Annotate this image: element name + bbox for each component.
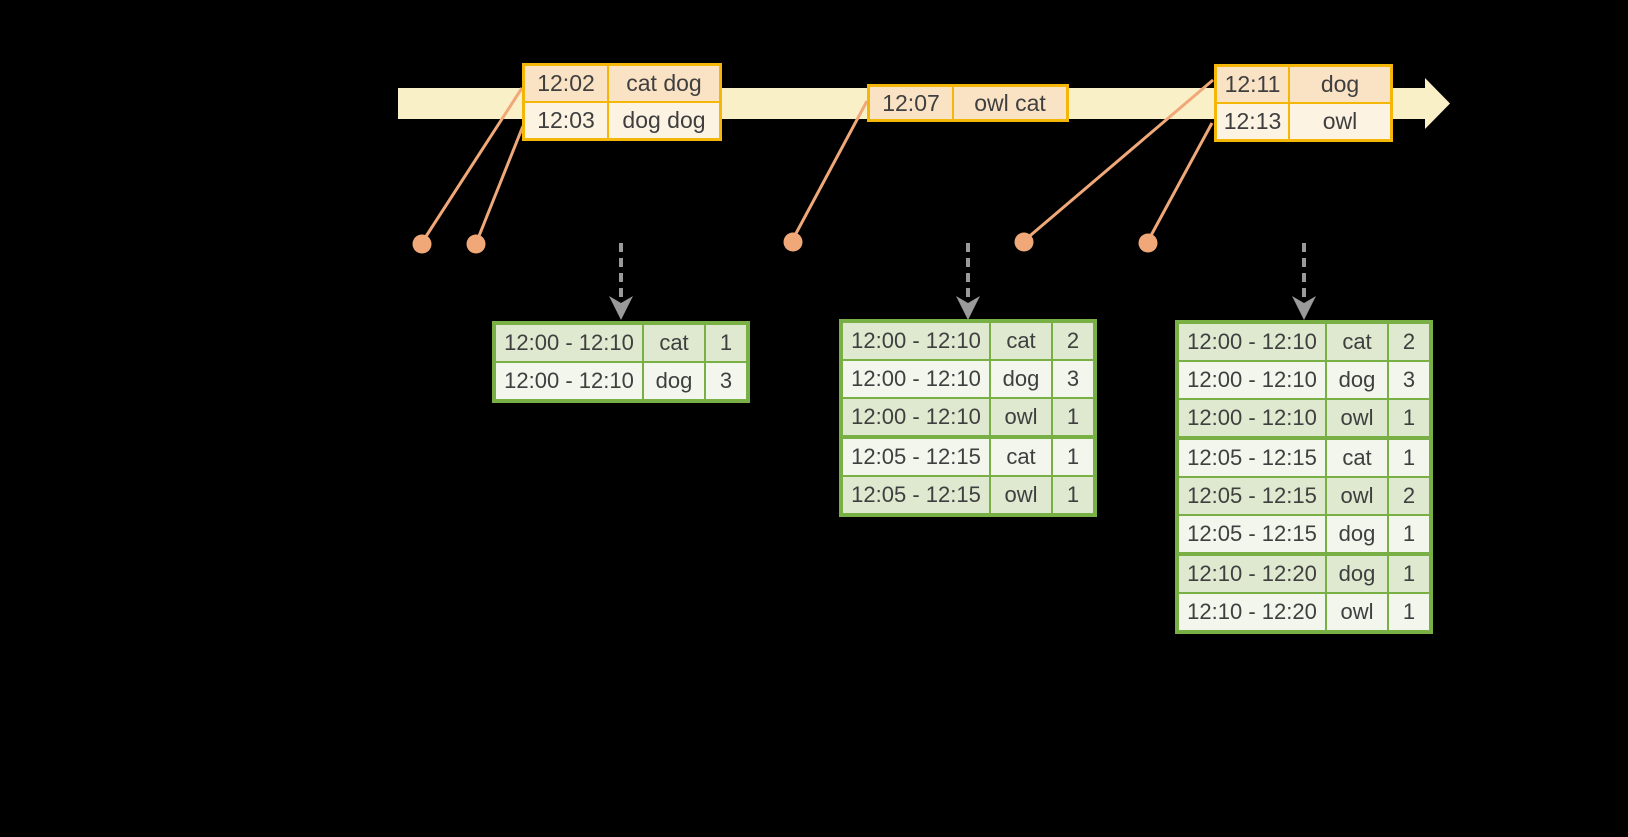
word-cell: dog [989,361,1051,397]
count-cell: 1 [1051,439,1093,475]
result-row: 12:00 - 12:10 dog 3 [496,361,746,399]
count-cell: 2 [1051,323,1093,359]
event-row: 12:03 dog dog [525,101,719,138]
trigger-arrow-icon [609,243,633,320]
count-cell: 1 [1387,400,1429,436]
event-connector-line [791,100,869,240]
count-cell: 1 [1387,516,1429,552]
event-time-cell: 12:02 [537,70,595,96]
result-row: 12:00 - 12:10 cat 2 [843,323,1093,359]
event-words-cell: cat dog [607,66,719,101]
event-connector-line [1024,78,1214,242]
result-row: 12:05 - 12:15 dog 1 [1179,514,1429,552]
event-row: 12:07 owl cat [870,87,1066,119]
word-cell: dog [1325,362,1387,398]
result-row: 12:00 - 12:10 owl 1 [1179,398,1429,436]
window-cell: 12:00 - 12:10 [504,330,634,355]
word-cell: cat [989,323,1051,359]
count-cell: 1 [1051,399,1093,435]
result-table-1: 12:00 - 12:10 cat 1 12:00 - 12:10 dog 3 [492,321,750,403]
result-row: 12:00 - 12:10 dog 3 [843,359,1093,397]
event-connector-line [421,87,524,242]
window-cell: 12:00 - 12:10 [851,328,981,353]
count-cell: 1 [1387,440,1429,476]
event-time-cell: 12:11 [1224,71,1281,97]
word-cell: dog [1325,516,1387,552]
event-words-cell: owl [1288,104,1390,139]
word-cell: dog [1325,556,1387,592]
window-cell: 12:00 - 12:10 [504,368,634,393]
word-cell: owl [1325,594,1387,630]
event-time-cell: 12:13 [1223,108,1282,134]
window-cell: 12:05 - 12:15 [1187,521,1317,546]
event-connector-line [1146,122,1214,242]
count-cell: 1 [1387,556,1429,592]
event-row: 12:11 dog [1217,67,1390,102]
event-marker-dot [412,234,432,254]
window-cell: 12:05 - 12:15 [1187,445,1317,470]
event-row: 12:02 cat dog [525,66,719,101]
window-cell: 12:00 - 12:10 [1187,367,1317,392]
result-row: 12:05 - 12:15 cat 1 [843,435,1093,475]
count-cell: 1 [704,325,746,361]
event-words-cell: dog [1288,67,1390,102]
window-cell: 12:05 - 12:15 [1187,483,1317,508]
trigger-arrow-icon [956,243,980,320]
window-cell: 12:00 - 12:10 [1187,405,1317,430]
word-cell: cat [1325,324,1387,360]
event-time-cell: 12:03 [537,107,595,133]
result-row: 12:05 - 12:15 owl 2 [1179,476,1429,514]
count-cell: 2 [1387,324,1429,360]
count-cell: 2 [1387,478,1429,514]
event-box-1: 12:02 cat dog 12:03 dog dog [522,63,722,141]
result-table-3: 12:00 - 12:10 cat 2 12:00 - 12:10 dog 3 … [1175,320,1433,634]
result-row: 12:00 - 12:10 cat 2 [1179,324,1429,360]
result-row: 12:10 - 12:20 owl 1 [1179,592,1429,630]
word-cell: dog [642,363,704,399]
event-words-cell: dog dog [607,103,719,138]
result-table-2: 12:00 - 12:10 cat 2 12:00 - 12:10 dog 3 … [839,319,1097,517]
word-cell: owl [1325,478,1387,514]
result-row: 12:00 - 12:10 cat 1 [496,325,746,361]
event-words-cell: owl cat [952,87,1066,119]
window-cell: 12:10 - 12:20 [1187,561,1317,586]
window-cell: 12:10 - 12:20 [1187,599,1317,624]
event-time-cell: 12:07 [882,89,940,116]
trigger-arrow-icon [1292,243,1316,320]
word-cell: owl [989,399,1051,435]
count-cell: 3 [704,363,746,399]
word-cell: cat [1325,440,1387,476]
word-cell: cat [989,439,1051,475]
result-row: 12:05 - 12:15 owl 1 [843,475,1093,513]
result-row: 12:00 - 12:10 owl 1 [843,397,1093,435]
count-cell: 3 [1387,362,1429,398]
event-row: 12:13 owl [1217,102,1390,139]
word-cell: cat [642,325,704,361]
count-cell: 3 [1051,361,1093,397]
count-cell: 1 [1387,594,1429,630]
event-marker-dot [1138,233,1158,253]
event-connector-line [475,125,525,242]
window-cell: 12:00 - 12:10 [851,366,981,391]
word-cell: owl [989,477,1051,513]
window-cell: 12:05 - 12:15 [851,482,981,507]
window-cell: 12:00 - 12:10 [1187,329,1317,354]
result-row: 12:10 - 12:20 dog 1 [1179,552,1429,592]
event-box-3: 12:11 dog 12:13 owl [1214,64,1393,142]
event-marker-dot [783,232,803,252]
result-row: 12:05 - 12:15 cat 1 [1179,436,1429,476]
timeline-arrowhead-icon [1425,78,1450,129]
count-cell: 1 [1051,477,1093,513]
event-box-2: 12:07 owl cat [867,84,1069,122]
event-marker-dot [466,234,486,254]
window-cell: 12:05 - 12:15 [851,444,981,469]
window-cell: 12:00 - 12:10 [851,404,981,429]
result-row: 12:00 - 12:10 dog 3 [1179,360,1429,398]
word-cell: owl [1325,400,1387,436]
event-marker-dot [1014,232,1034,252]
